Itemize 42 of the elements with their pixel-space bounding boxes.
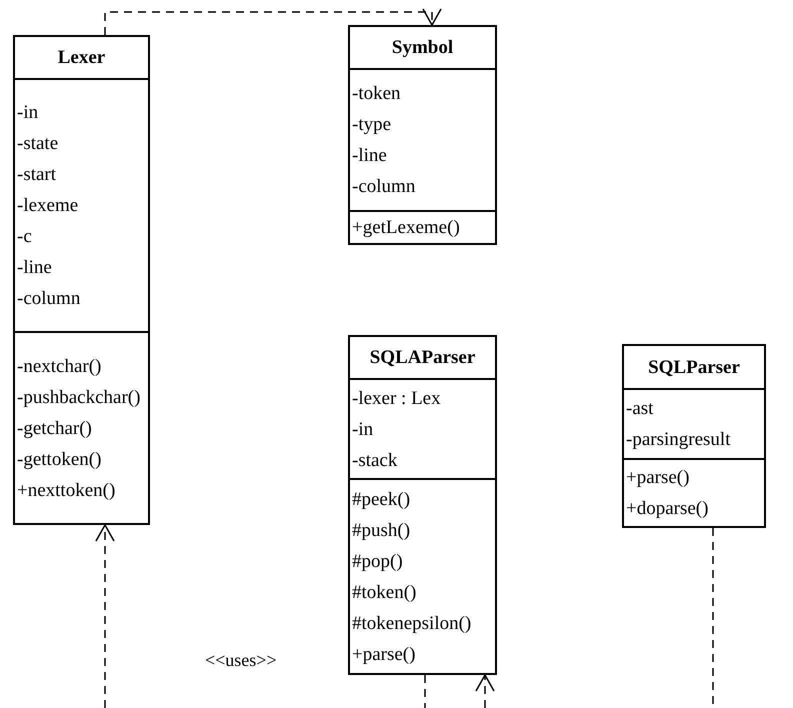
attribute-text: -line [352,144,388,168]
method-text: -pushbackchar() [17,386,142,410]
method-text: #pop() [352,550,404,574]
class-name: Lexer [58,48,106,67]
class-name: SQLAParser [370,348,476,367]
class-box [13,35,150,525]
attribute-text: -parsingresult [626,428,732,452]
method-text: -nextchar() [17,354,102,378]
attribute-text: -in [17,101,40,125]
method-text: +getLexeme() [352,216,461,240]
class-box [622,344,766,528]
attribute-text: -in [352,418,374,442]
attribute-text: -ast [626,397,654,421]
dependency-arrow [104,8,442,35]
dependency-arrow [475,674,495,708]
method-text: -gettoken() [17,448,102,472]
stereotype-label: <<uses>> [205,651,277,669]
method-text: #token() [352,580,418,604]
class-name: SQLParser [648,358,740,376]
attribute-text: -lexer : Lex [352,386,442,410]
attribute-text: -type [352,113,392,137]
method-text: -getchar() [17,416,93,440]
attribute-text: -column [17,287,82,311]
attribute-text: -state [17,132,60,156]
method-text: #push() [352,518,412,542]
class-box [348,335,497,675]
class-box [348,25,497,245]
attribute-text: -start [17,163,58,187]
attribute-text: -lexeme [17,194,80,218]
attribute-text: -c [17,225,33,249]
method-text: #tokenepsilon() [352,612,472,636]
attribute-text: -token [352,82,402,106]
attribute-text: -stack [352,448,398,472]
attribute-text: -column [352,175,416,199]
method-text: +parse() [626,466,690,490]
dependency-arrow [95,524,115,708]
method-text: +nexttoken() [17,478,116,502]
method-text: +parse() [352,642,416,666]
attribute-text: -line [17,256,53,280]
method-text: #peek() [352,488,412,512]
class-name: Symbol [392,38,454,57]
method-text: +doparse() [626,497,710,521]
